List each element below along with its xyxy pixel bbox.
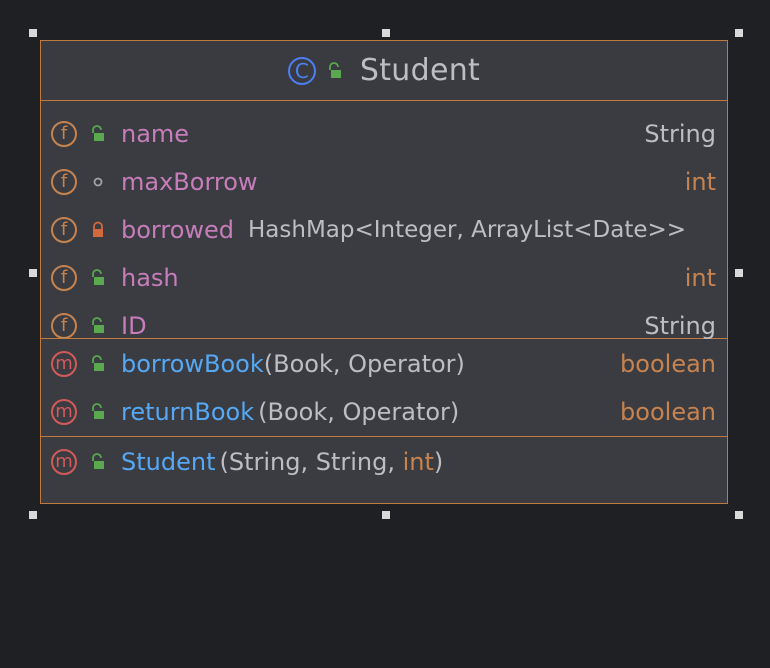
constructor-params: (String, String, int)	[219, 448, 443, 476]
constructors-section: m Student (String, String, int)	[41, 437, 727, 494]
field-name: maxBorrow	[121, 168, 258, 196]
methods-section: m borrowBook (Book, Operator) boolean m …	[41, 339, 727, 437]
resize-handle-bottom-left[interactable]	[29, 511, 37, 519]
field-type: int	[684, 264, 716, 292]
method-return-type: boolean	[620, 398, 716, 426]
field-name: borrowed	[121, 216, 235, 244]
field-type: String	[644, 120, 716, 148]
package-private-icon	[87, 171, 109, 193]
resize-handle-top-center[interactable]	[382, 29, 390, 37]
public-icon	[87, 353, 109, 375]
resize-handle-bottom-center[interactable]	[382, 511, 390, 519]
field-icon: f	[51, 169, 77, 195]
method-params: (Book, Operator)	[258, 398, 460, 426]
params-primitive: int	[402, 448, 434, 476]
field-type: String	[644, 312, 716, 340]
resize-handle-top-right[interactable]	[735, 29, 743, 37]
uml-class-node[interactable]: C Student f name String f maxBorrow int …	[40, 40, 728, 504]
field-name: hash	[121, 264, 179, 292]
field-icon: f	[51, 313, 77, 339]
field-name: name	[121, 120, 190, 148]
method-row[interactable]: m borrowBook (Book, Operator) boolean	[41, 340, 727, 388]
method-name: borrowBook	[121, 350, 264, 378]
method-icon: m	[51, 351, 77, 377]
constructor-name: Student	[121, 448, 216, 476]
field-type: int	[684, 168, 716, 196]
public-icon	[87, 315, 109, 337]
public-icon	[87, 267, 109, 289]
public-icon	[87, 401, 109, 423]
method-name: returnBook	[121, 398, 255, 426]
field-icon: f	[51, 217, 77, 243]
field-icon: f	[51, 265, 77, 291]
field-row[interactable]: f borrowed HashMap<Integer, ArrayList<Da…	[41, 206, 727, 254]
field-row[interactable]: f name String	[41, 110, 727, 158]
method-return-type: boolean	[620, 350, 716, 378]
public-icon	[324, 60, 346, 82]
resize-handle-bottom-right[interactable]	[735, 511, 743, 519]
params-close: )	[433, 448, 444, 476]
field-name: ID	[121, 312, 147, 340]
constructor-row[interactable]: m Student (String, String, int)	[41, 438, 727, 486]
public-icon	[87, 123, 109, 145]
method-icon: m	[51, 449, 77, 475]
class-icon: C	[287, 56, 316, 85]
resize-handle-top-left[interactable]	[29, 29, 37, 37]
field-row[interactable]: f ID String	[41, 302, 727, 350]
public-icon	[87, 451, 109, 473]
params-text: (String, String,	[219, 448, 403, 476]
method-row[interactable]: m returnBook (Book, Operator) boolean	[41, 388, 727, 436]
fields-section: f name String f maxBorrow int f borrowed…	[41, 101, 727, 340]
field-row[interactable]: f maxBorrow int	[41, 158, 727, 206]
method-icon: m	[51, 399, 77, 425]
method-params: (Book, Operator)	[263, 350, 465, 378]
field-icon: f	[51, 121, 77, 147]
resize-handle-middle-left[interactable]	[29, 269, 37, 277]
field-type: HashMap<Integer, ArrayList<Date>>	[248, 217, 687, 243]
class-header: C Student	[41, 41, 727, 101]
field-row[interactable]: f hash int	[41, 254, 727, 302]
resize-handle-middle-right[interactable]	[735, 269, 743, 277]
private-lock-icon	[87, 219, 109, 241]
class-name: Student	[359, 53, 481, 88]
